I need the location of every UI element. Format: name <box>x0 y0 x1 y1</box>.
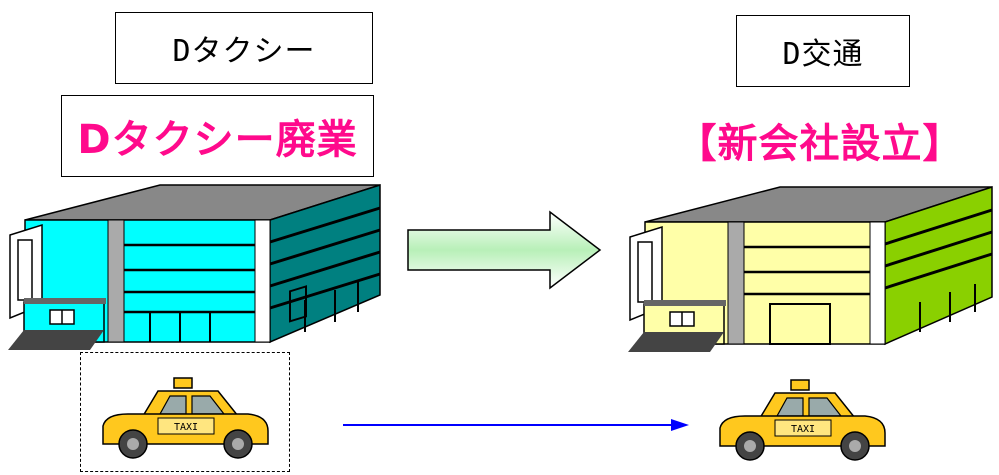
taxi-icon: TAXI <box>719 379 886 461</box>
left-company-text: Dタクシー <box>172 34 316 69</box>
office-building-icon <box>628 185 993 352</box>
left-status-label: Dタクシー廃業 <box>61 95 374 177</box>
taxi-sign-text: TAXI <box>791 424 815 435</box>
taxi-sign-text: TAXI <box>174 422 198 433</box>
office-building-icon <box>8 183 381 350</box>
right-company-label: D交通 <box>736 15 910 87</box>
taxi-icon: TAXI <box>102 377 269 459</box>
right-status-text: 【新会社設立】 <box>676 121 964 167</box>
right-company-text: D交通 <box>782 37 864 72</box>
taxi-transfer-group <box>80 352 290 472</box>
right-status-label: 【新会社設立】 <box>660 110 980 170</box>
left-status-text: Dタクシー廃業 <box>77 117 358 163</box>
left-company-label: Dタクシー <box>115 12 373 84</box>
arrow-right-icon <box>343 419 689 431</box>
block-arrow-right-icon <box>407 210 602 290</box>
